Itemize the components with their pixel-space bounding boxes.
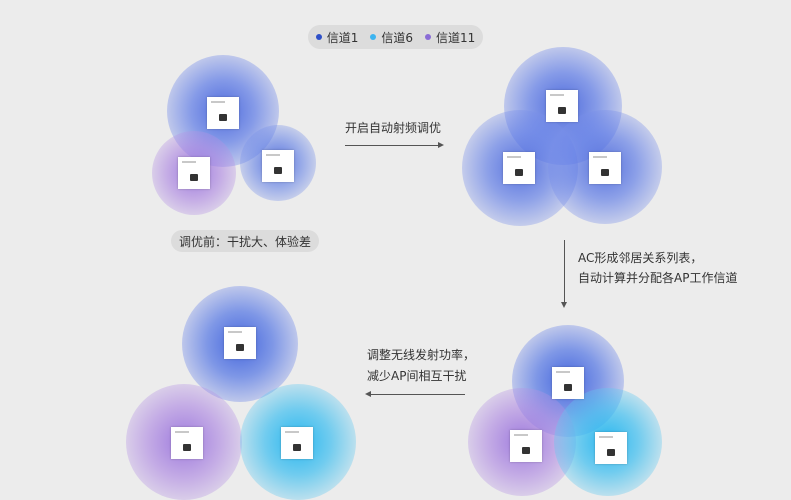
step3-label-line1: 调整无线发射功率， [367,348,476,362]
arrow-right-icon [438,142,444,148]
channel1-dot-icon [315,34,322,40]
channel-legend: 信道1 信道6 信道11 [308,25,483,49]
step2-label-line1: AC形成邻居关系列表， [578,251,703,265]
legend-item-channel11: 信道11 [425,29,475,46]
legend-label-channel11: 信道11 [436,30,476,45]
legend-label-channel6: 信道6 [381,30,413,45]
access-point-icon [262,150,294,182]
legend-item-channel1: 信道1 [315,29,359,46]
step1-label: 开启自动射频调优 [345,121,442,135]
step3-label-line2: 减少AP间相互干扰 [367,369,467,383]
access-point-icon [171,427,203,459]
step2-label-line2: 自动计算并分配各AP工作信道 [578,271,738,285]
access-point-icon [595,432,627,464]
access-point-icon [207,97,239,129]
legend-label-channel1: 信道1 [326,30,359,45]
access-point-icon [178,157,210,189]
access-point-icon [546,90,578,122]
arrow-right-line [345,145,438,146]
access-point-icon [552,367,584,399]
legend-item-channel6: 信道6 [370,29,413,46]
arrow-down-icon [561,302,567,308]
before-tuning-label: 调优前：干扰大、体验差 [171,230,319,252]
arrow-down-line [564,240,565,302]
access-point-icon [281,427,313,459]
access-point-icon [224,327,256,359]
arrow-left-line [371,394,465,395]
access-point-icon [503,152,535,184]
arrow-left-icon [365,391,371,397]
channel6-dot-icon [370,34,377,40]
access-point-icon [510,430,542,462]
access-point-icon [589,152,621,184]
channel11-dot-icon [425,34,431,40]
